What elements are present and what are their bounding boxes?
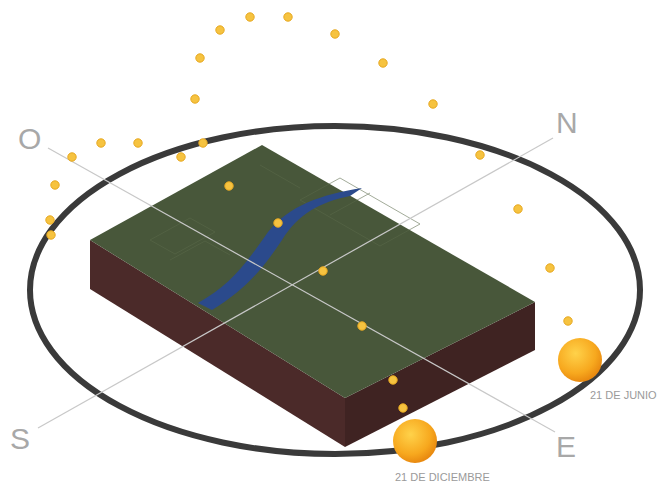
date-label: 21 DE DICIEMBRE xyxy=(395,472,490,483)
date-label: 21 DE JUNIO xyxy=(590,390,657,401)
sun-dot xyxy=(331,30,339,38)
sun-dot xyxy=(389,376,397,384)
cardinal-label: E xyxy=(556,432,576,462)
sun-dot xyxy=(399,404,407,412)
block-top xyxy=(90,145,535,398)
sun-positions xyxy=(46,13,572,412)
sun-dot xyxy=(191,95,199,103)
sun-dot xyxy=(246,13,254,21)
sun-dot xyxy=(199,139,207,147)
sun-dot xyxy=(97,139,105,147)
sun-dot xyxy=(225,182,233,190)
sun-dot xyxy=(47,231,55,239)
horizon-ring xyxy=(30,126,640,454)
sun-december xyxy=(393,419,437,463)
sun-dot xyxy=(68,153,76,161)
sun-dot xyxy=(51,181,59,189)
sun-dot xyxy=(134,139,142,147)
sun-dot xyxy=(476,151,484,159)
ground-pattern xyxy=(150,165,420,260)
sun-dot xyxy=(177,153,185,161)
sun-dot xyxy=(196,54,204,62)
sun-dot xyxy=(319,267,327,275)
sun-dot xyxy=(546,264,554,272)
sun-dot xyxy=(564,317,572,325)
sun-dot xyxy=(429,100,437,108)
west-east-axis xyxy=(48,148,555,432)
cardinal-label: S xyxy=(10,424,30,454)
north-south-axis xyxy=(38,138,553,428)
sun-dot xyxy=(216,26,224,34)
sun-dot xyxy=(514,205,522,213)
cardinal-label: N xyxy=(556,108,578,138)
sun-june xyxy=(558,338,602,382)
sun-dot xyxy=(274,219,282,227)
cardinal-label: O xyxy=(18,124,41,154)
sun-dot xyxy=(284,13,292,21)
sun-dot xyxy=(46,216,54,224)
sun-dot xyxy=(358,322,366,330)
sun-dot xyxy=(379,59,387,67)
